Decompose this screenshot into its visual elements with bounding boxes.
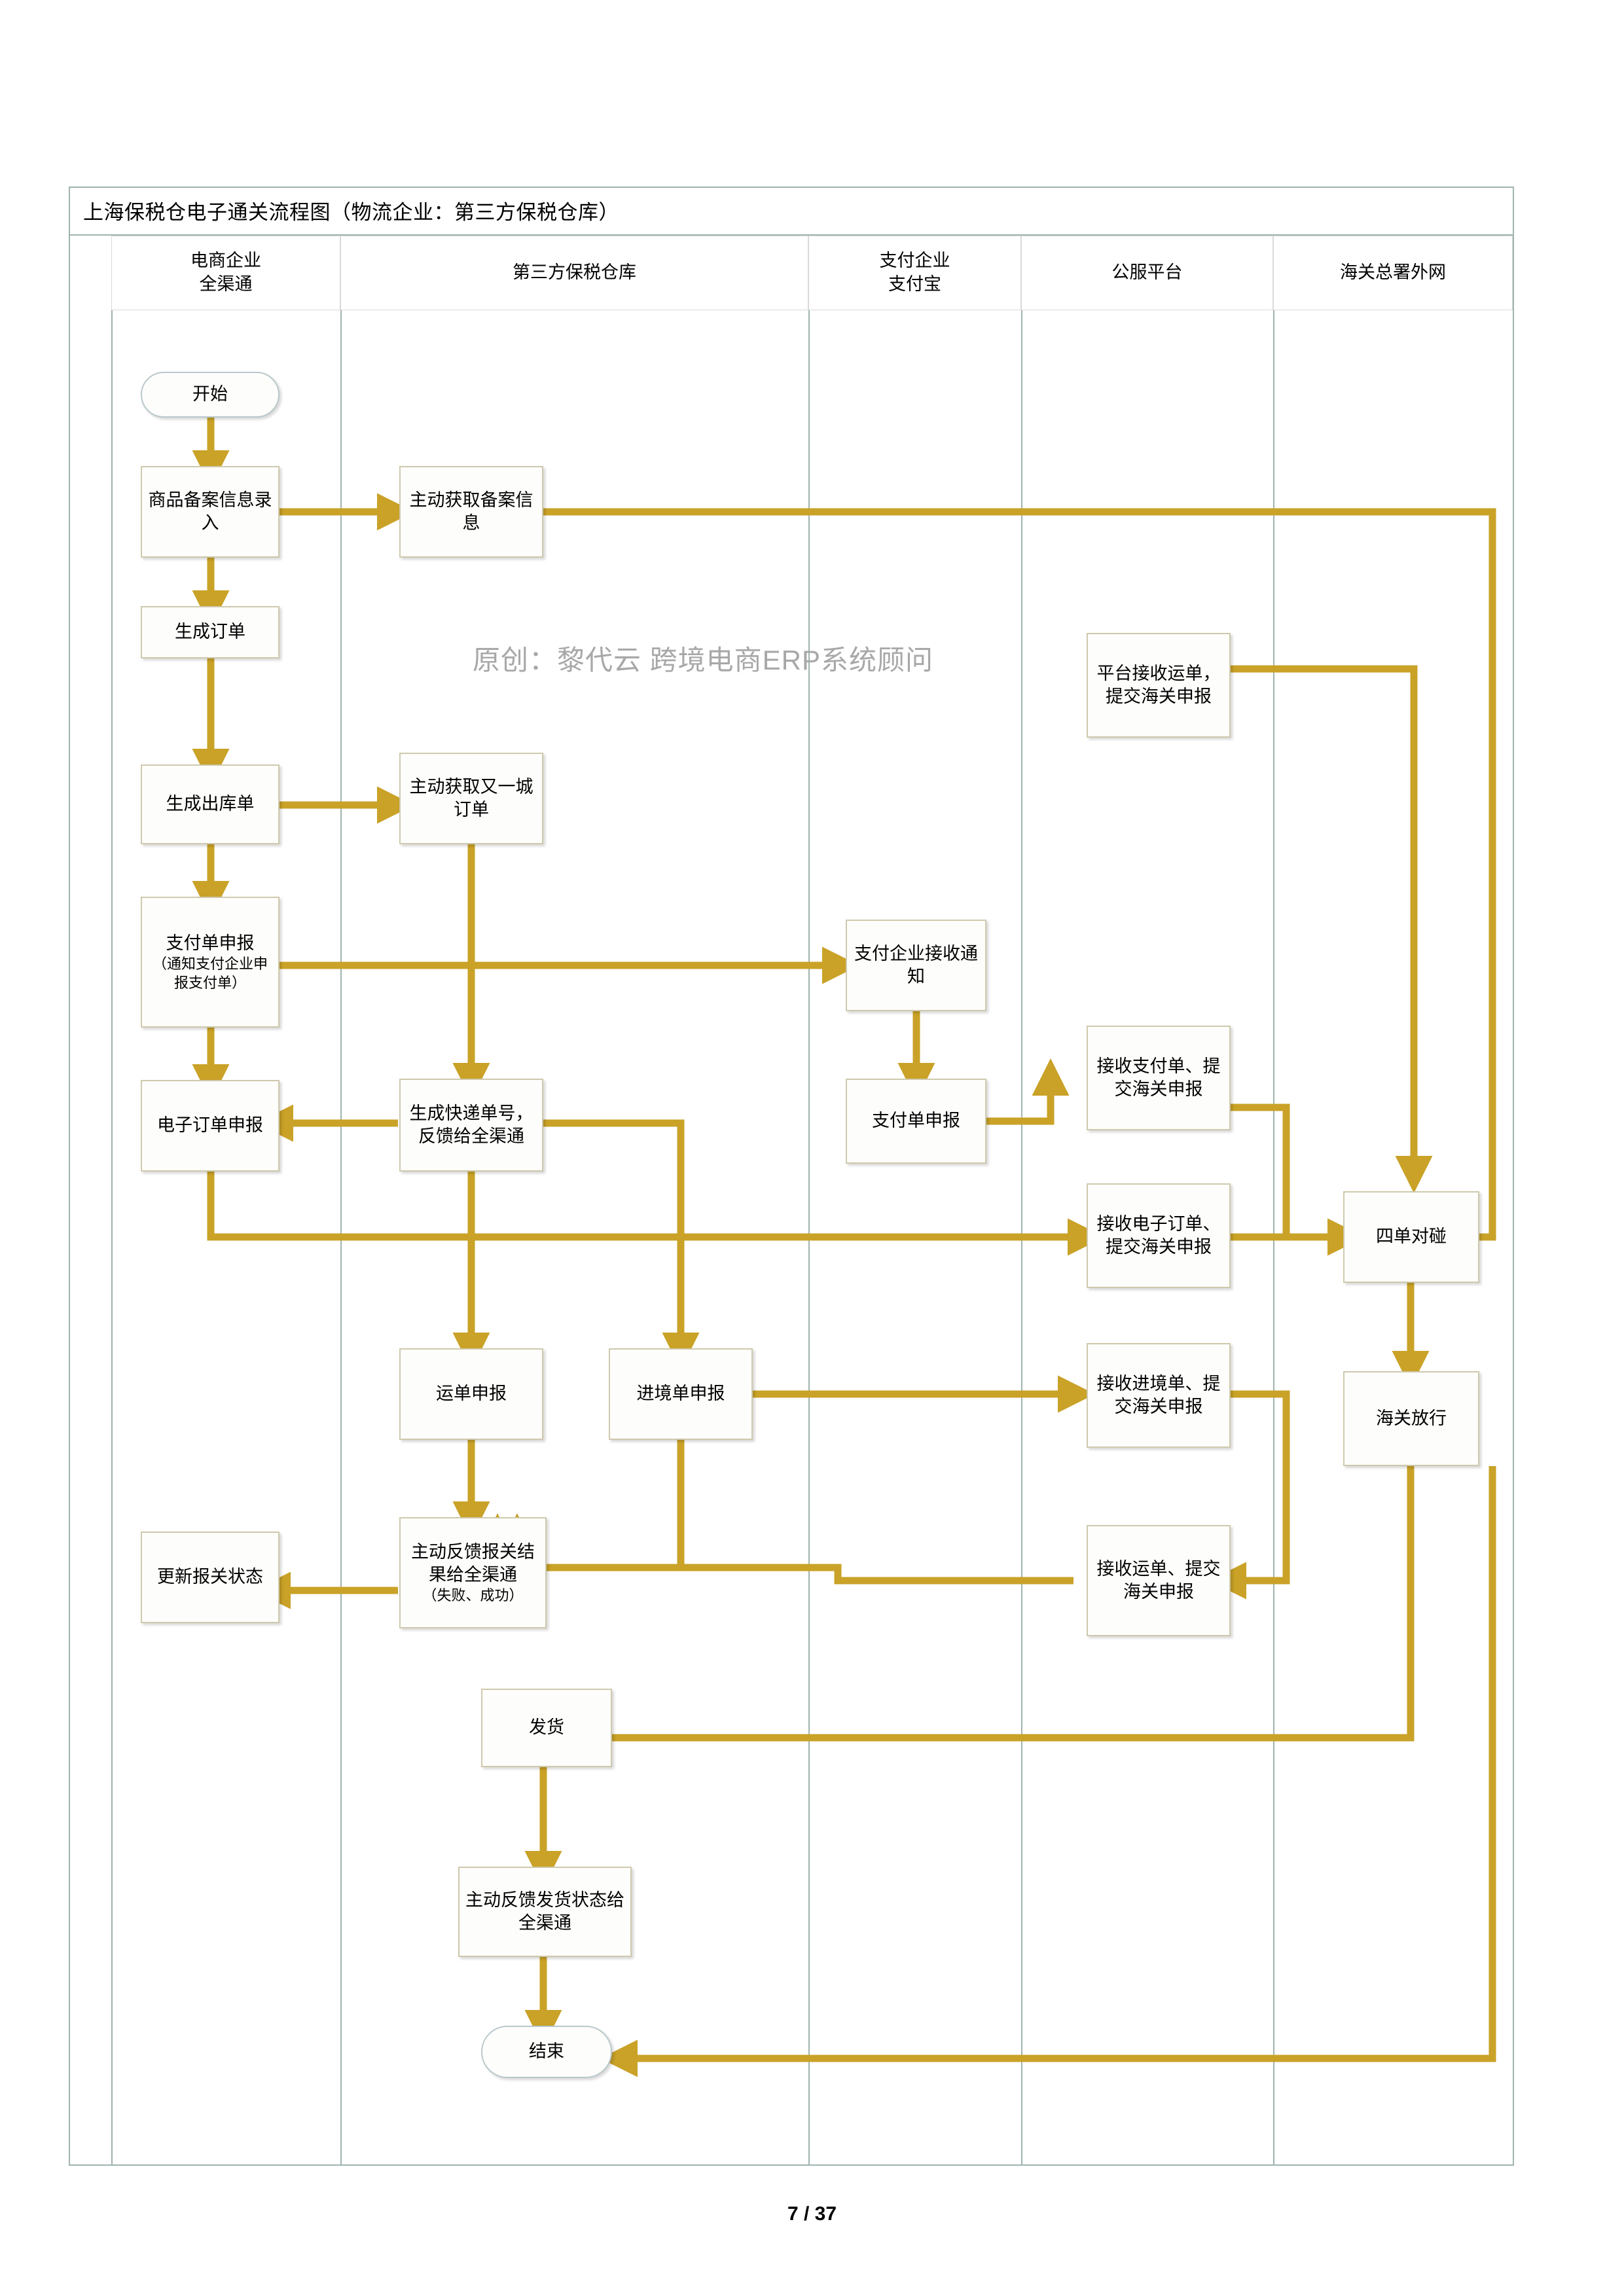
lane-header-warehouse: 第三方保税仓库 [340,236,808,310]
lane-header-customs-line1: 海关总署外网 [1340,262,1446,283]
node-feedback-ship[interactable]: 主动反馈发货状态给全渠通 [458,1867,632,1957]
node-plat-waybill[interactable]: 平台接收运单，提交海关申报 [1087,633,1231,738]
node-end-label: 结束 [529,2041,564,2062]
node-plat-waybill-label: 平台接收运单，提交海关申报 [1096,663,1221,706]
node-recv-waybill[interactable]: 接收运单、提交海关申报 [1087,1525,1231,1636]
node-recv-eorder-label: 接收电子订单、提交海关申报 [1096,1213,1221,1257]
node-create-order-label: 生成订单 [175,622,245,642]
node-ship[interactable]: 发货 [481,1689,612,1767]
node-create-outbound[interactable]: 生成出库单 [141,764,280,844]
node-recv-pay[interactable]: 接收支付单、提交海关申报 [1087,1026,1231,1130]
node-end[interactable]: 结束 [481,2026,612,2078]
edge-customs-release-to-end [600,1466,1496,2077]
node-recv-pay-label: 接收支付单、提交海关申报 [1096,1056,1221,1099]
node-update-status[interactable]: 更新报关状态 [141,1532,280,1623]
node-entry-declare[interactable]: 进境单申报 [609,1348,753,1440]
edge-recv-pay-to-four-match [1231,1103,1365,1256]
node-feedback-customs[interactable]: 主动反馈报关结果给全渠通 （失败、成功） [399,1517,547,1628]
diagram-title-bar: 上海保税仓电子通关流程图（物流企业：第三方保税仓库） [69,187,1514,236]
lane-header-payment-line2: 支付宝 [888,274,941,294]
watermark-text: 原创：黎代云 跨境电商ERP系统顾问 [473,645,934,675]
node-fetch-filing-label: 主动获取备案信息 [409,490,533,533]
lane-header-warehouse-line1: 第三方保税仓库 [513,262,636,283]
lane-header-ecommerce: 电商企业 全渠通 [111,236,340,310]
node-fetch-filing[interactable]: 主动获取备案信息 [399,466,543,558]
edge-fetch-filing-to-four-match [543,508,1496,1256]
lane-header-platform-line1: 公服平台 [1111,262,1183,283]
node-entry-declare-label: 进境单申报 [636,1384,725,1404]
node-payment-declare-label: 支付单申报 [166,933,255,953]
node-start[interactable]: 开始 [141,372,280,418]
node-pay-declare-label: 支付单申报 [872,1111,960,1131]
page-number: 7 / 37 [787,2203,837,2225]
node-pay-declare[interactable]: 支付单申报 [846,1079,986,1164]
lane-header-payment: 支付企业 支付宝 [808,236,1021,310]
lane-header-customs: 海关总署外网 [1273,236,1513,310]
lane-header-payment-line1: 支付企业 [879,251,950,271]
edge-recv-entry-to-recv-waybill [1209,1390,1290,1600]
node-create-waybill[interactable]: 生成快递单号，反馈给全渠通 [399,1079,543,1172]
edge-plat-waybill-to-four-match [1231,665,1433,1193]
edge-create-waybill-to-entry-declare [543,1119,700,1370]
edge-customs-release-to-ship [571,1466,1415,1757]
node-create-waybill-label: 生成快递单号，反馈给全渠通 [409,1103,533,1146]
node-recv-entry-label: 接收进境单、提交海关申报 [1096,1373,1221,1416]
node-recv-waybill-label: 接收运单、提交海关申报 [1096,1558,1221,1602]
node-feedback-customs-sublabel: （失败、成功） [422,1587,524,1604]
node-fetch-order-label: 主动获取又一城订单 [409,776,533,819]
node-payment-declare[interactable]: 支付单申报 （通知支付企业申报支付单） [141,897,280,1028]
edge-recv-waybill-to-feedback-customs [498,1513,1074,1585]
node-create-outbound-label: 生成出库单 [166,794,255,814]
node-pay-receive[interactable]: 支付企业接收通知 [846,920,986,1011]
node-recv-entry[interactable]: 接收进境单、提交海关申报 [1087,1343,1231,1448]
edge-eorder-declare-to-recv-eorder [207,1172,1105,1256]
node-pay-receive-label: 支付企业接收通知 [854,943,978,986]
node-start-label: 开始 [192,384,228,404]
node-customs-release-label: 海关放行 [1376,1408,1447,1428]
node-recv-eorder[interactable]: 接收电子订单、提交海关申报 [1087,1183,1231,1288]
lane-header-ecommerce-line1: 电商企业 [190,251,261,271]
node-goods-filing[interactable]: 商品备案信息录入 [141,466,280,558]
node-fetch-order[interactable]: 主动获取又一城订单 [399,753,543,844]
node-eorder-declare-label: 电子订单申报 [157,1115,263,1136]
node-feedback-customs-label: 主动反馈报关结果给全渠通 [411,1541,535,1585]
lane-divider-1 [111,310,113,2166]
node-goods-filing-label: 商品备案信息录入 [148,490,272,533]
node-update-status-label: 更新报关状态 [157,1567,263,1587]
node-waybill-declare-label: 运单申报 [436,1384,507,1404]
node-payment-declare-sublabel: （通知支付企业申报支付单） [152,955,268,991]
node-feedback-ship-label: 主动反馈发货状态给全渠通 [465,1890,624,1933]
edge-pay-declare-to-recv-pay [985,1058,1070,1125]
node-four-match[interactable]: 四单对碰 [1343,1191,1479,1283]
lane-header-ecommerce-line2: 全渠通 [199,274,253,294]
node-waybill-declare[interactable]: 运单申报 [399,1348,543,1440]
node-create-order[interactable]: 生成订单 [141,606,280,658]
node-eorder-declare[interactable]: 电子订单申报 [141,1080,280,1172]
node-ship-label: 发货 [529,1717,564,1738]
node-four-match-label: 四单对碰 [1376,1227,1447,1247]
node-customs-release[interactable]: 海关放行 [1343,1371,1479,1466]
page-title: 上海保税仓电子通关流程图（物流企业：第三方保税仓库） [83,201,619,224]
lane-header-platform: 公服平台 [1021,236,1273,310]
